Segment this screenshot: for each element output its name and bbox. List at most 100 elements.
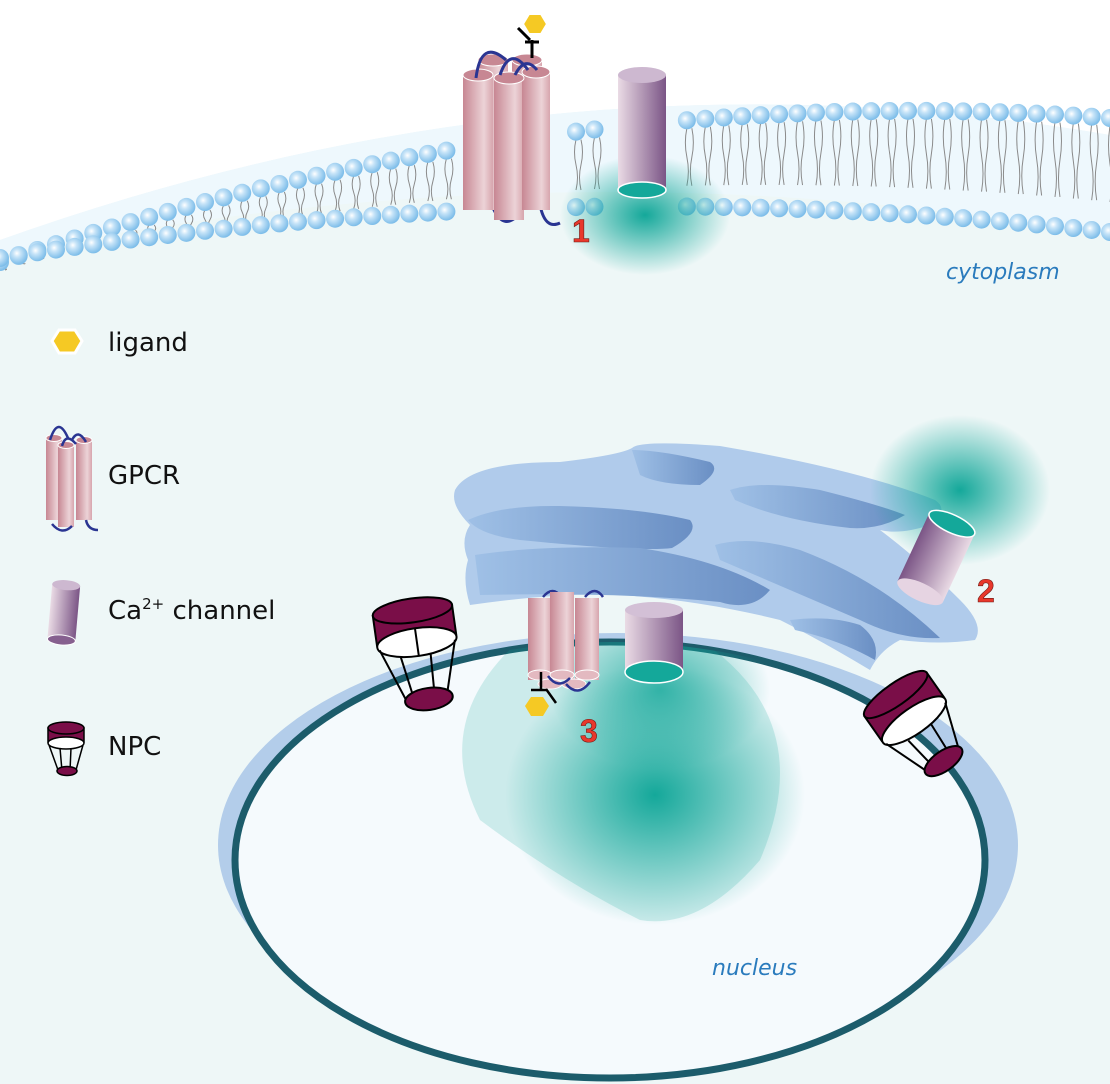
lipid-head: [158, 225, 177, 244]
lipid-head: [770, 105, 789, 124]
lipid-head: [751, 198, 770, 217]
lipid-head: [1082, 220, 1101, 239]
nucleus: nucleus: [218, 633, 1018, 1082]
lipid-head: [917, 101, 936, 120]
lipid-head: [400, 148, 419, 167]
step-number-3: 3: [580, 713, 598, 749]
lipid-head: [843, 102, 862, 121]
lipid-head: [195, 193, 214, 212]
lipid-head: [344, 208, 363, 227]
lipid-head: [788, 104, 807, 123]
legend-item-gpcr: GPCR: [45, 425, 180, 532]
legend-item-ca-channel: Ca2+ channel: [46, 580, 275, 646]
ligand-bound-3: [525, 697, 549, 716]
extracellular-space: [0, 0, 1110, 240]
lipid-head: [307, 211, 326, 230]
lipid-head: [270, 175, 289, 193]
lipid-head: [195, 221, 214, 240]
step-number-1: 1: [572, 213, 590, 249]
lipid-head: [825, 201, 844, 220]
lipid-head: [806, 200, 825, 219]
lipid-head: [1064, 106, 1083, 125]
lipid-head: [1082, 107, 1101, 126]
lipid-head: [954, 209, 973, 228]
ca-channel-er: [897, 509, 976, 606]
lipid-head: [714, 108, 733, 127]
lipid-head: [935, 207, 954, 226]
extracellular-loops: [474, 50, 539, 79]
lipid-head: [1064, 219, 1083, 238]
seven-helix-receptor-icon: [45, 425, 99, 532]
lipid-head: [326, 209, 345, 228]
cytoplasm-label: cytoplasm: [946, 260, 1060, 285]
lipid-head: [344, 158, 363, 177]
lipid-head: [1027, 104, 1046, 123]
lipid-head: [65, 237, 84, 256]
lipid-head: [585, 120, 604, 139]
lipid-head: [326, 162, 345, 181]
lipid-head: [121, 213, 140, 232]
lipid-head: [917, 206, 936, 225]
lipid-head: [1101, 223, 1110, 241]
lipid-head: [233, 183, 252, 202]
legend-item-ligand: ligand: [50, 328, 188, 358]
hexagon-ligand-icon: [50, 328, 84, 355]
legend-label-gpcr: GPCR: [108, 461, 180, 491]
lipid-head: [862, 203, 881, 222]
lipid-head: [381, 205, 400, 224]
legend-label-ligand: ligand: [108, 328, 188, 358]
lipid-head: [1045, 217, 1064, 236]
lipid-head: [437, 202, 456, 221]
lipid-head: [46, 240, 65, 259]
lipid-head: [935, 102, 954, 121]
lipid-head: [880, 101, 899, 120]
lipid-head: [437, 141, 456, 160]
lipid-head: [1009, 213, 1028, 232]
lipid-head: [677, 111, 696, 130]
lipid-head: [28, 243, 47, 262]
plasma-membrane: [0, 101, 1110, 271]
lipid-head: [121, 230, 140, 249]
lipid-head: [954, 102, 973, 121]
lipid-head: [214, 188, 233, 207]
lipid-head: [84, 235, 103, 254]
lipid-head: [788, 199, 807, 218]
lipid-head: [843, 202, 862, 221]
lipid-head: [214, 219, 233, 238]
lipid-head: [9, 246, 28, 265]
lipid-head: [1101, 109, 1110, 127]
lipid-head: [140, 228, 159, 247]
legend: ligand GPCR Ca2+ channel: [45, 328, 275, 777]
lipid-head: [990, 212, 1009, 231]
lipid-head: [251, 179, 270, 198]
calcium-signal-2: [870, 415, 1050, 565]
nuclear-pore-complex-left: [371, 596, 458, 712]
lipid-head: [972, 102, 991, 121]
lipid-head: [102, 232, 121, 251]
lipid-head: [251, 216, 270, 235]
legend-label-ca-channel: Ca2+ channel: [108, 595, 275, 626]
nucleus-label: nucleus: [712, 956, 797, 981]
lipid-head: [140, 207, 159, 226]
lipid-head: [990, 103, 1009, 122]
step-number-2: 2: [977, 573, 995, 609]
lipid-head: [363, 207, 382, 225]
lipid-head: [1009, 103, 1028, 122]
lipid-head: [177, 223, 196, 242]
lipid-head: [696, 109, 715, 128]
lipid-head: [418, 144, 437, 163]
nuclear-pore-complex-right: [862, 669, 964, 778]
lipid-head: [825, 103, 844, 121]
gpcr-plasma-membrane: [462, 13, 561, 226]
lipid-head: [898, 205, 917, 224]
lipid-head: [400, 204, 419, 223]
lipid-head: [158, 202, 177, 221]
gpcr-nuclear-envelope: [525, 589, 605, 716]
ligand-bound-1: [521, 13, 549, 35]
lipid-head: [770, 199, 789, 218]
cylinder-channel-icon: [46, 580, 81, 646]
ca-channel-plasma-membrane: [617, 67, 667, 199]
lipid-head: [733, 198, 752, 217]
lipid-head: [751, 106, 770, 125]
